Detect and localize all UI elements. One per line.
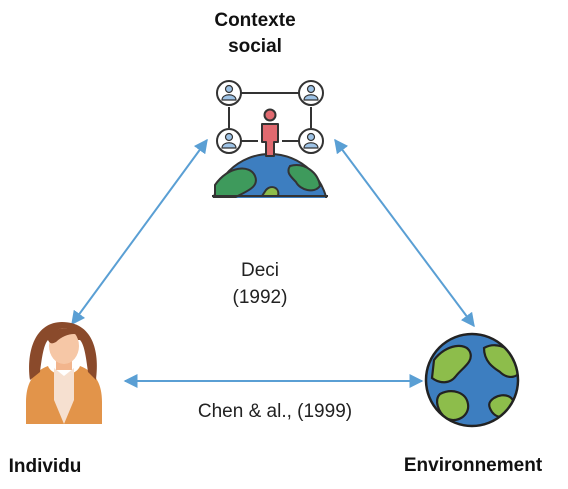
- arrow-context-environment: [334, 138, 475, 328]
- arrow-individu-context: [71, 138, 208, 326]
- deci-citation-line2: (1992): [232, 287, 288, 308]
- context-social-label: Contexte social: [180, 8, 330, 60]
- deci-citation: Deci (1992): [210, 257, 310, 311]
- social-network-icon: [212, 80, 328, 198]
- environment-label: Environnement: [403, 455, 543, 476]
- individu-label: Individu: [8, 456, 82, 477]
- woman-avatar-icon: [26, 322, 102, 424]
- deci-citation-line1: Deci: [240, 260, 279, 281]
- context-label-line1: Contexte: [214, 10, 296, 31]
- globe-icon: [424, 332, 520, 428]
- chen-citation: Chen & al., (1999): [197, 401, 353, 422]
- context-label-line2: social: [228, 36, 282, 57]
